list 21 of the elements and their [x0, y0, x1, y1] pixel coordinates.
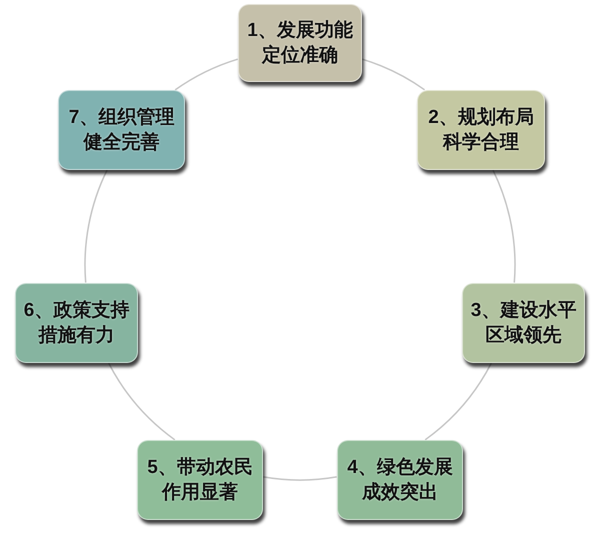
connector-arc — [174, 58, 238, 91]
box-label: 3、建设水平区域领先 — [470, 299, 578, 348]
connector-arc — [263, 476, 337, 481]
connector-arc — [84, 170, 108, 283]
box-label: 1、发展功能定位准确 — [246, 19, 354, 68]
rounded-box — [137, 440, 263, 520]
connector-arc — [424, 362, 492, 440]
connector-arc — [362, 58, 426, 90]
box-label: 6、政策支持措施有力 — [22, 299, 130, 348]
box-label: 4、绿色发展成效突出 — [346, 456, 454, 505]
rounded-box — [58, 90, 185, 170]
box-label: 5、带动农民作用显著 — [146, 456, 254, 505]
box-label: 2、规划布局科学合理 — [427, 106, 535, 155]
rounded-box — [337, 440, 463, 520]
connector-arc — [492, 170, 516, 283]
rounded-box — [462, 283, 585, 363]
connector-arc — [108, 362, 176, 440]
box-label: 7、组织管理健全完善 — [68, 106, 176, 155]
rounded-box — [417, 90, 545, 170]
rounded-box — [238, 4, 362, 82]
rounded-box — [15, 283, 138, 363]
